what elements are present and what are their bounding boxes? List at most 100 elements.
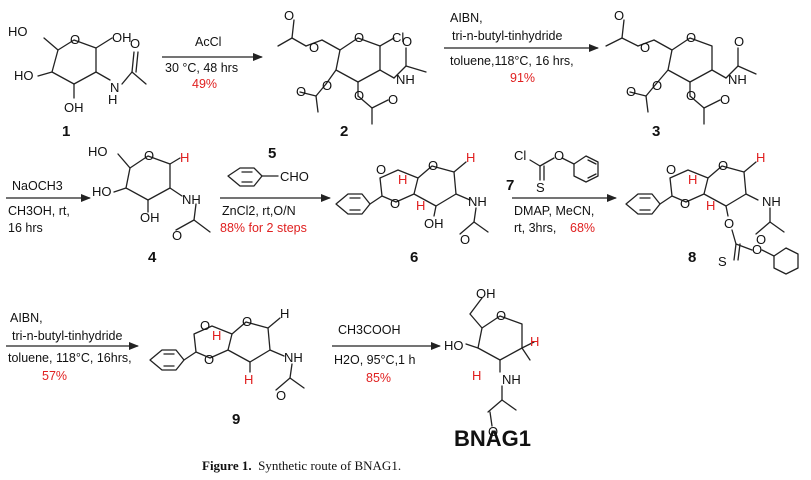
bnag1-ring-o: O [496, 308, 506, 323]
c2-o4-carbonyl: O [296, 84, 306, 99]
c1-oh-3: OH [64, 100, 84, 115]
step7-yield: 85% [366, 371, 391, 385]
bnag1-nh: NH [502, 372, 521, 387]
step3-conditions: CH3OH, rt, [8, 204, 70, 218]
c3-o3: O [686, 88, 696, 103]
c1-ring-o: O [70, 32, 80, 47]
step2-reagent2: tri-n-butyl-tinhydride [452, 29, 563, 43]
step6-reagent: AIBN, [10, 311, 43, 325]
bnag1-h3: H [472, 368, 481, 383]
c6-amide-o: O [460, 232, 470, 247]
c2-acetyl-o: O [284, 8, 294, 23]
c6-nh: NH [468, 194, 487, 209]
c7-s: S [536, 180, 545, 195]
compound-6-label: 6 [410, 249, 418, 266]
c3-acetyl-o: O [614, 8, 624, 23]
compound-5-label: 5 [268, 145, 276, 162]
bnag1-structure: OH O H HO H NH O [444, 286, 539, 439]
c9-amide-o: O [276, 388, 286, 403]
c6-h1: H [466, 150, 475, 165]
step2-yield: 91% [510, 71, 535, 85]
c6-ring-o: O [428, 158, 438, 173]
c3-o4: O [652, 78, 662, 93]
c7-cl: Cl [514, 148, 526, 163]
step2-conditions: toluene,118°C, 16 hrs, [450, 54, 574, 68]
step3-conditions2: 16 hrs [8, 221, 43, 235]
c8-h4: H [706, 198, 715, 213]
c8-o6: O [666, 162, 676, 177]
c9-o4: O [204, 352, 214, 367]
step7-reagent: CH3COOH [338, 323, 401, 337]
c8-ring-o: O [718, 158, 728, 173]
c3-nh: NH [728, 72, 747, 87]
c4-h: H [180, 150, 189, 165]
c4-oh-4: HO [92, 184, 112, 199]
compound-2-structure: O O O Cl NH O O O O O [277, 8, 427, 125]
c4-amide-o: O [172, 228, 182, 243]
bnag1-amide-o: O [488, 424, 498, 439]
compound-9-structure: O O O H H H NH O [149, 306, 305, 403]
compound-6-structure: O O O H H H NH O OH [335, 150, 489, 247]
c8-h5: H [688, 172, 697, 187]
c6-oh-3: OH [424, 216, 444, 231]
figure-caption-label: Figure 1. [202, 458, 252, 473]
c9-h3: H [244, 372, 253, 387]
c2-o3-carbonyl: O [388, 92, 398, 107]
step6-conditions: toluene, 118°C, 16hrs, [8, 351, 132, 365]
step1-yield: 49% [192, 77, 217, 91]
c4-ring-o: O [144, 148, 154, 163]
c8-nh: NH [762, 194, 781, 209]
c2-o4: O [322, 78, 332, 93]
compound-4-structure: HO O H NH O HO OH [88, 144, 211, 243]
step2-reagent: AIBN, [450, 11, 483, 25]
c2-amide-o: O [402, 34, 412, 49]
c9-ring-o: O [242, 314, 252, 329]
c1-carbonyl-o: O [130, 36, 140, 51]
bnag1-oh-6: OH [476, 286, 496, 301]
c1-h: H [108, 92, 117, 107]
compound-9-label: 9 [232, 411, 240, 428]
compound-7-label: 7 [506, 177, 514, 194]
step4-conditions: ZnCl2, rt,O/N [222, 204, 296, 218]
c8-h1: H [756, 150, 765, 165]
compound-8-label: 8 [688, 249, 696, 266]
c9-nh: NH [284, 350, 303, 365]
figure-caption: Figure 1. Synthetic route of BNAG1. [202, 458, 401, 474]
c2-cl: Cl [392, 30, 404, 45]
c1-oh-4: HO [14, 68, 34, 83]
step1-reagent: AcCl [195, 35, 221, 49]
c9-o6: O [200, 318, 210, 333]
c8-amide-o: O [756, 232, 766, 247]
compound-3-structure: O O O NH O O O O O [605, 8, 757, 125]
c3-ester-o: O [640, 40, 650, 55]
c4-oh-3: OH [140, 210, 160, 225]
c6-o4: O [390, 196, 400, 211]
compound-4-label: 4 [148, 249, 157, 266]
c5-cho: CHO [280, 169, 309, 184]
c8-o3: O [724, 216, 734, 231]
c8-s: S [718, 254, 727, 269]
c2-nh: NH [396, 72, 415, 87]
c4-oh-6: HO [88, 144, 108, 159]
c4-nh: NH [182, 192, 201, 207]
step7-conditions: H2O, 95°C,1 h [334, 353, 415, 367]
figure-caption-text: Synthetic route of BNAG1. [258, 458, 402, 473]
c1-oh-1: OH [112, 30, 132, 45]
compound-5-structure: CHO [227, 167, 309, 187]
compound-7-structure: Cl O S [514, 148, 599, 195]
step3-reagent: NaOCH3 [12, 179, 63, 193]
compound-3-label: 3 [652, 123, 660, 140]
compound-1-label: 1 [62, 123, 70, 140]
c6-h5: H [398, 172, 407, 187]
c6-o6: O [376, 162, 386, 177]
c1-nh: N [110, 80, 119, 95]
compound-1-structure: HO O OH HO OH N H O [8, 24, 147, 115]
c6-h4: H [416, 198, 425, 213]
c3-amide-o: O [734, 34, 744, 49]
step5-conditions2: rt, 3hrs, [514, 221, 556, 235]
compound-8-structure: O O O H H H NH O O S O [625, 150, 799, 275]
compound-2-label: 2 [340, 123, 348, 140]
c8-o4: O [680, 196, 690, 211]
c8-thio-o: O [752, 242, 762, 257]
